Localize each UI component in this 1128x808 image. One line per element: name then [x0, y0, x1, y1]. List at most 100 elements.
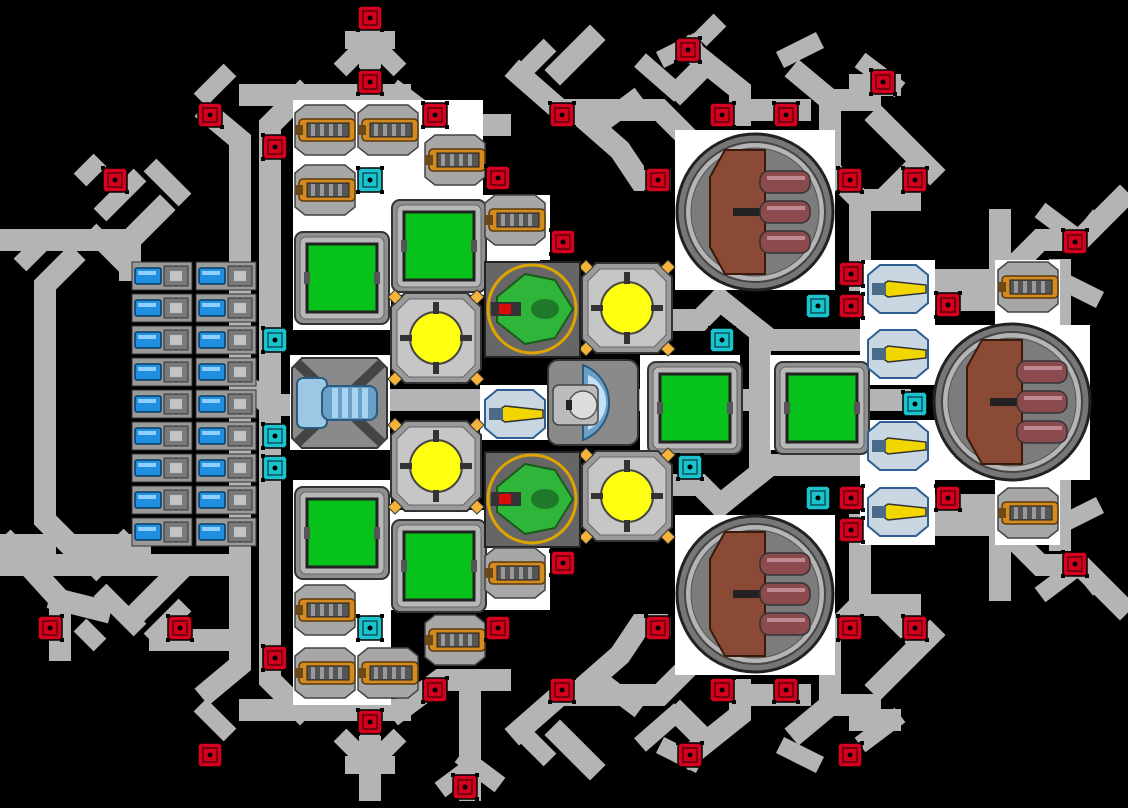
point-defense-mount-31[interactable]	[261, 644, 289, 672]
point-defense-mount-34[interactable]	[708, 676, 736, 704]
reactor-0[interactable]	[387, 289, 485, 387]
autocannon-3[interactable]	[294, 164, 356, 216]
armor-plate-5[interactable]	[774, 361, 870, 455]
battery-6-a[interactable]	[131, 453, 193, 483]
missile-pod-1[interactable]	[867, 329, 929, 379]
point-defense-mount-4[interactable]	[421, 101, 449, 129]
battery-1-a[interactable]	[131, 293, 193, 323]
point-defense-mount-23[interactable]	[837, 516, 865, 544]
shield-mount-8[interactable]	[804, 484, 832, 512]
shield-mount-1[interactable]	[261, 326, 289, 354]
reactor-3[interactable]	[578, 447, 676, 545]
autocannon-10[interactable]	[997, 261, 1059, 313]
battery-1-b[interactable]	[195, 293, 257, 323]
point-defense-mount-36[interactable]	[356, 708, 384, 736]
point-defense-mount-6[interactable]	[674, 36, 702, 64]
point-defense-mount-8[interactable]	[772, 101, 800, 129]
point-defense-mount-20[interactable]	[1061, 550, 1089, 578]
missile-pod-0[interactable]	[867, 264, 929, 314]
missile-pod-4[interactable]	[484, 389, 546, 439]
heavy-turret-right[interactable]	[932, 322, 1092, 482]
battery-3-a[interactable]	[131, 357, 193, 387]
heavy-turret-top[interactable]	[675, 132, 835, 292]
shield-mount-0[interactable]	[356, 166, 384, 194]
point-defense-mount-7[interactable]	[708, 101, 736, 129]
battery-8-a[interactable]	[131, 517, 193, 547]
point-defense-mount-10[interactable]	[101, 166, 129, 194]
battery-0-b[interactable]	[195, 261, 257, 291]
battery-7-b[interactable]	[195, 485, 257, 515]
point-defense-mount-40[interactable]	[451, 773, 479, 801]
autocannon-8[interactable]	[294, 647, 356, 699]
armor-plate-3[interactable]	[391, 519, 487, 613]
point-defense-mount-14[interactable]	[901, 166, 929, 194]
point-defense-mount-2[interactable]	[196, 101, 224, 129]
autocannon-6[interactable]	[357, 647, 419, 699]
drone-bay-bottom[interactable]	[484, 451, 581, 548]
point-defense-mount-12[interactable]	[644, 166, 672, 194]
point-defense-mount-39[interactable]	[836, 741, 864, 769]
drone-bay-top[interactable]	[484, 261, 581, 358]
autocannon-0[interactable]	[294, 104, 356, 156]
point-defense-mount-35[interactable]	[772, 676, 800, 704]
shield-mount-7[interactable]	[901, 390, 929, 418]
engine[interactable]	[291, 357, 388, 449]
point-defense-mount-9[interactable]	[869, 68, 897, 96]
point-defense-mount-3[interactable]	[261, 133, 289, 161]
autocannon-9[interactable]	[484, 547, 546, 599]
point-defense-mount-37[interactable]	[196, 741, 224, 769]
point-defense-mount-18[interactable]	[837, 292, 865, 320]
autocannon-2[interactable]	[424, 134, 486, 186]
point-defense-mount-13[interactable]	[836, 166, 864, 194]
point-defense-mount-26[interactable]	[644, 614, 672, 642]
armor-plate-2[interactable]	[294, 486, 390, 580]
point-defense-mount-17[interactable]	[934, 291, 962, 319]
shield-mount-5[interactable]	[676, 453, 704, 481]
shield-mount-2[interactable]	[261, 422, 289, 450]
battery-0-a[interactable]	[131, 261, 193, 291]
point-defense-mount-15[interactable]	[549, 228, 577, 256]
shield-mount-9[interactable]	[356, 614, 384, 642]
battery-7-a[interactable]	[131, 485, 193, 515]
point-defense-mount-33[interactable]	[548, 676, 576, 704]
autocannon-4[interactable]	[484, 194, 546, 246]
missile-pod-2[interactable]	[867, 421, 929, 471]
shield-mount-4[interactable]	[708, 326, 736, 354]
battery-5-b[interactable]	[195, 421, 257, 451]
shield-mount-6[interactable]	[804, 292, 832, 320]
point-defense-mount-25[interactable]	[484, 614, 512, 642]
point-defense-mount-19[interactable]	[1061, 228, 1089, 256]
reactor-2[interactable]	[387, 417, 485, 515]
point-defense-mount-21[interactable]	[837, 484, 865, 512]
battery-3-b[interactable]	[195, 357, 257, 387]
autocannon-7[interactable]	[424, 614, 486, 666]
battery-2-a[interactable]	[131, 325, 193, 355]
point-defense-mount-16[interactable]	[837, 260, 865, 288]
reactor-1[interactable]	[578, 259, 676, 357]
point-defense-mount-24[interactable]	[549, 549, 577, 577]
autocannon-11[interactable]	[997, 487, 1059, 539]
point-defense-mount-32[interactable]	[421, 676, 449, 704]
point-defense-mount-28[interactable]	[901, 614, 929, 642]
armor-plate-1[interactable]	[391, 199, 487, 293]
armor-plate-0[interactable]	[294, 231, 390, 325]
armor-plate-4[interactable]	[647, 361, 743, 455]
battery-5-a[interactable]	[131, 421, 193, 451]
point-defense-mount-0[interactable]	[356, 4, 384, 32]
point-defense-mount-11[interactable]	[484, 164, 512, 192]
point-defense-mount-22[interactable]	[934, 484, 962, 512]
point-defense-mount-5[interactable]	[548, 101, 576, 129]
point-defense-mount-1[interactable]	[356, 68, 384, 96]
missile-pod-3[interactable]	[867, 487, 929, 537]
command-pod[interactable]	[547, 359, 639, 446]
autocannon-5[interactable]	[294, 584, 356, 636]
battery-8-b[interactable]	[195, 517, 257, 547]
battery-6-b[interactable]	[195, 453, 257, 483]
point-defense-mount-29[interactable]	[166, 614, 194, 642]
point-defense-mount-27[interactable]	[836, 614, 864, 642]
shield-mount-3[interactable]	[261, 454, 289, 482]
point-defense-mount-30[interactable]	[36, 614, 64, 642]
heavy-turret-bottom[interactable]	[675, 514, 835, 674]
autocannon-1[interactable]	[357, 104, 419, 156]
